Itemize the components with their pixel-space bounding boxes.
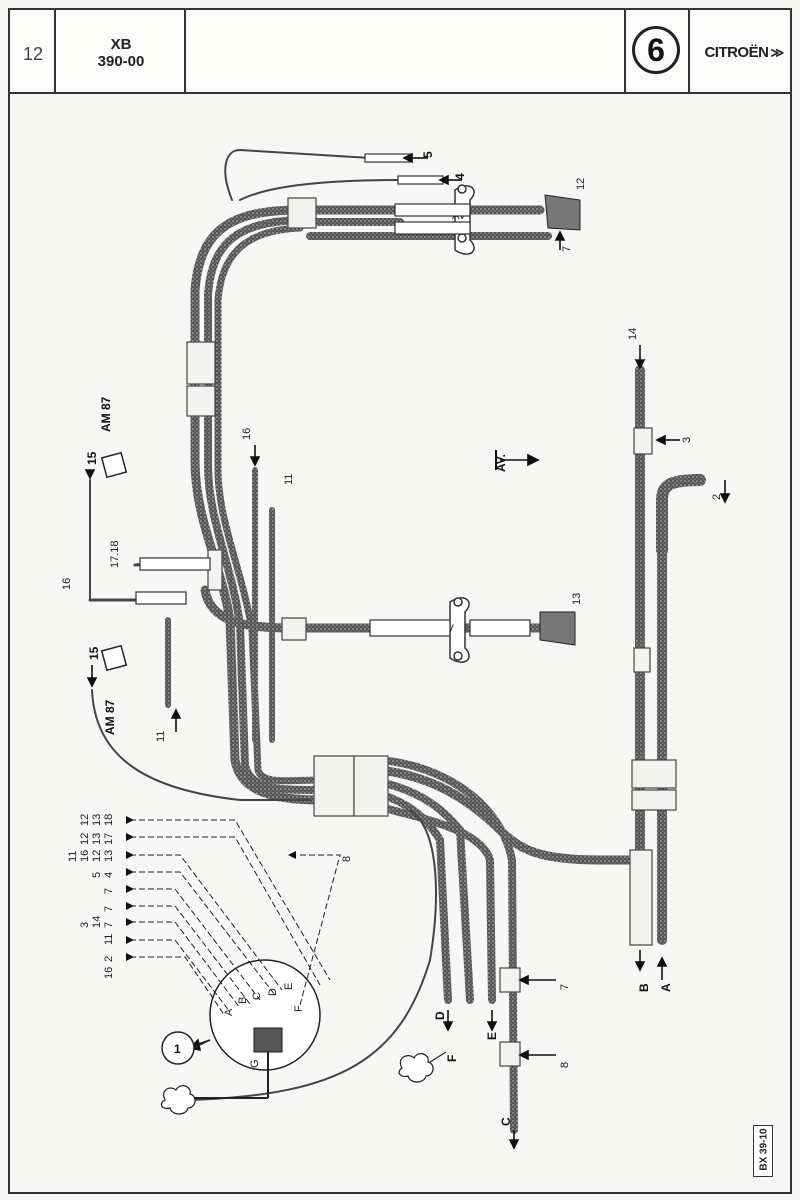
brand-logo: CITROËN≫: [698, 44, 790, 61]
svg-text:11: 11: [103, 934, 115, 945]
title-block: 12 XB 390-00 6 CITROËN≫: [8, 8, 792, 94]
direction-label: AV.: [494, 454, 508, 472]
valve-number: 1: [174, 1042, 181, 1056]
hatched-ends: [539, 194, 581, 646]
svg-text:12: 12: [79, 833, 91, 845]
page-number: 12: [22, 44, 44, 64]
svg-text:C: C: [251, 992, 263, 1000]
terminal-blocks: AM 87 AM 87: [99, 396, 128, 735]
left-port-arrows: [126, 816, 296, 961]
svg-text:16: 16: [241, 428, 253, 440]
svg-text:4: 4: [453, 173, 467, 180]
svg-text:F: F: [293, 1005, 305, 1012]
port-8-label: 8: [341, 856, 353, 862]
svg-text:7: 7: [561, 246, 573, 252]
svg-text:17: 17: [103, 833, 115, 845]
svg-text:5: 5: [91, 872, 103, 878]
drawing-frame: [8, 94, 792, 1194]
svg-text:3: 3: [79, 922, 91, 928]
svg-text:7: 7: [103, 888, 115, 894]
svg-text:12: 12: [575, 178, 587, 190]
svg-text:G: G: [249, 1059, 261, 1068]
svg-text:14: 14: [91, 916, 103, 928]
svg-text:D: D: [433, 1011, 447, 1020]
svg-text:3: 3: [681, 437, 693, 443]
svg-text:2: 2: [711, 494, 723, 500]
chevrons-icon: ≫: [770, 45, 784, 60]
top-callout-labels: 5 4 12 7: [421, 151, 587, 252]
svg-text:2: 2: [103, 956, 115, 962]
svg-text:B: B: [637, 983, 651, 992]
hose-bundle: [88, 148, 706, 1134]
svg-text:15: 15: [87, 646, 101, 660]
page-number-cell: 12: [10, 10, 56, 92]
svg-text:F: F: [445, 1055, 459, 1062]
svg-text:5: 5: [421, 151, 435, 158]
svg-text:11: 11: [283, 474, 295, 485]
svg-text:E: E: [485, 1032, 499, 1040]
right-callout-labels: 14 3 2 B A: [627, 328, 723, 992]
svg-text:12: 12: [91, 850, 103, 862]
bottom-callout-labels: D F E 7 8 C: [433, 984, 571, 1126]
valve-assembly: 1 A B C D E F G: [161, 959, 321, 1099]
callout-arrows: [84, 152, 731, 1150]
svg-text:7: 7: [103, 922, 115, 928]
svg-text:13: 13: [571, 593, 583, 605]
svg-text:7: 7: [103, 906, 115, 912]
svg-text:15: 15: [85, 451, 99, 465]
svg-text:E: E: [283, 983, 295, 990]
svg-text:12: 12: [79, 814, 91, 826]
svg-text:B: B: [237, 997, 249, 1004]
svg-text:13: 13: [91, 833, 103, 845]
blank-cell: [186, 10, 626, 92]
svg-text:4: 4: [103, 872, 115, 878]
svg-text:16: 16: [61, 578, 73, 590]
sleeves: [186, 197, 677, 1067]
left-port-labels: 18 13 12 17 13 12 13 12 16 11 4 5 7 7 7 …: [67, 814, 353, 979]
brand-cell: CITROËN≫: [690, 10, 794, 92]
svg-text:A: A: [659, 983, 673, 992]
svg-text:16: 16: [79, 850, 91, 862]
svg-text:14: 14: [627, 328, 639, 340]
svg-text:18: 18: [103, 814, 115, 826]
left-port-lines: [130, 819, 341, 1017]
svg-text:17.18: 17.18: [109, 540, 121, 568]
code-line-2: 390-00: [97, 53, 145, 70]
mid-callout-labels: 16 11 15 17.18 16 15 11 13: [61, 428, 583, 742]
exhaust-puff-icons: [160, 1051, 447, 1115]
clamps: [449, 184, 475, 663]
svg-text:11: 11: [67, 851, 79, 862]
document-code: XB 390-00: [56, 36, 186, 70]
reference-code: BX 39-10: [758, 1128, 770, 1171]
am87-label-upper: AM 87: [99, 396, 113, 432]
code-line-1: XB: [110, 36, 132, 53]
svg-text:11: 11: [155, 731, 167, 742]
reference-box: BX 39-10: [753, 1125, 773, 1177]
svg-text:A: A: [223, 1008, 235, 1016]
am87-label-lower: AM 87: [103, 699, 117, 735]
connectors: [135, 153, 531, 637]
svg-text:7: 7: [559, 984, 571, 990]
svg-text:8: 8: [559, 1062, 571, 1068]
svg-text:C: C: [499, 1117, 513, 1126]
svg-text:13: 13: [103, 850, 115, 862]
svg-text:16: 16: [103, 967, 115, 979]
group-number-badge: 6: [632, 26, 680, 74]
svg-text:13: 13: [91, 814, 103, 826]
code-cell: XB 390-00: [56, 10, 186, 92]
group-cell: 6: [626, 10, 690, 92]
brand-name: CITROËN: [704, 44, 769, 61]
